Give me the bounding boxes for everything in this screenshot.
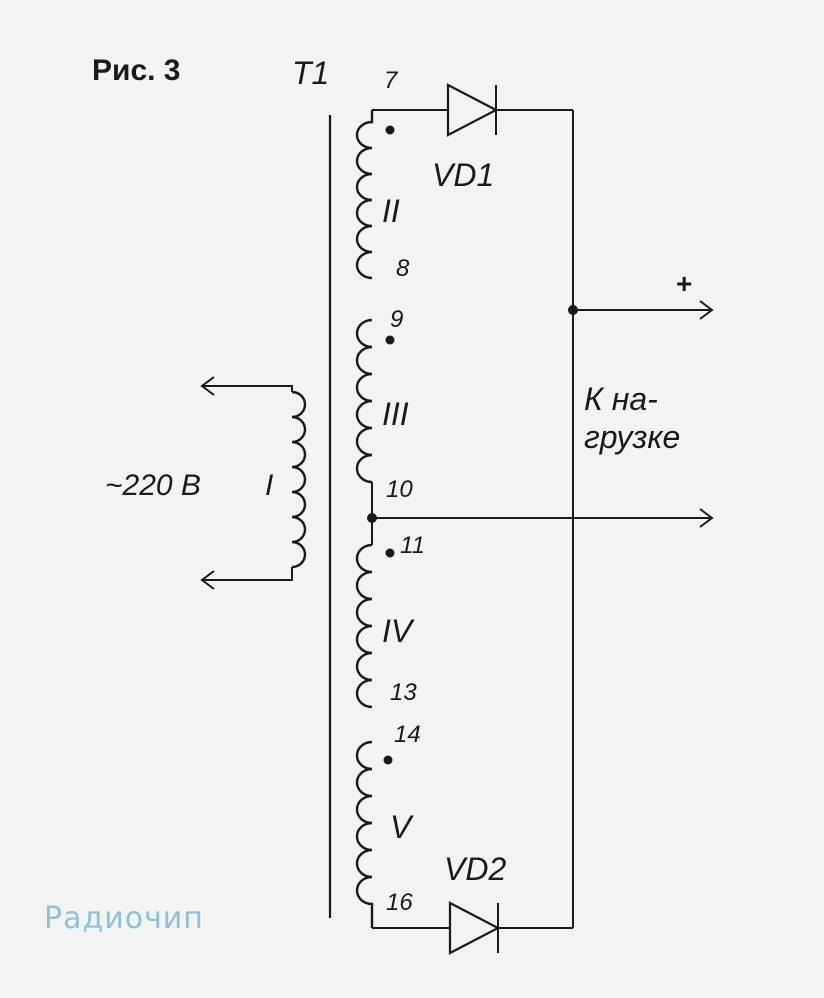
diode-vd1-icon xyxy=(446,83,499,137)
primary-arrow-top-icon xyxy=(200,376,215,396)
minus-output-arrow-icon xyxy=(699,508,714,528)
primary-voltage-label: ~220 В xyxy=(105,469,201,502)
figure-caption: Рис. 3 xyxy=(92,54,181,87)
plus-sign: + xyxy=(676,268,692,299)
pin-8-label: 8 xyxy=(396,255,410,282)
watermark-logo: Радиочип xyxy=(44,901,204,936)
winding-v-coil xyxy=(355,740,374,928)
diode-vd1-label: VD1 xyxy=(432,157,494,193)
load-label-line1: К на- xyxy=(584,381,658,417)
polarity-dot-ii xyxy=(385,125,395,135)
plus-output-arrow-icon xyxy=(699,300,714,320)
load-label-line2: грузке xyxy=(584,419,680,455)
pin-13-label: 13 xyxy=(390,679,417,706)
pin-11-label: 11 xyxy=(400,532,425,559)
primary-winding-label: I xyxy=(265,469,273,502)
primary-arrow-bottom-icon xyxy=(200,570,215,590)
pin-9-label: 9 xyxy=(390,306,403,333)
winding-ii-coil xyxy=(355,110,374,280)
polarity-dot-iv xyxy=(385,548,395,558)
polarity-dot-iii xyxy=(385,335,395,345)
primary-input-wire-bottom xyxy=(202,567,293,581)
pin-14-label: 14 xyxy=(394,721,421,748)
winding-ii-label: II xyxy=(382,193,400,229)
transformer-label: T1 xyxy=(292,55,329,91)
winding-v-label: V xyxy=(390,809,414,845)
pin-10-label: 10 xyxy=(386,476,413,503)
diode-vd2-label: VD2 xyxy=(444,851,506,887)
primary-winding-coil xyxy=(291,390,307,569)
winding-iii-label: III xyxy=(382,396,409,432)
pin-7-label: 7 xyxy=(384,67,399,94)
diode-vd2-icon xyxy=(448,901,501,955)
pin-16-label: 16 xyxy=(386,889,413,916)
winding-iii-coil xyxy=(355,318,373,484)
polarity-dot-v xyxy=(383,755,393,765)
winding-iv-label: IV xyxy=(382,613,415,649)
winding-iv-coil xyxy=(355,543,373,709)
primary-input-wire-top xyxy=(202,385,293,392)
